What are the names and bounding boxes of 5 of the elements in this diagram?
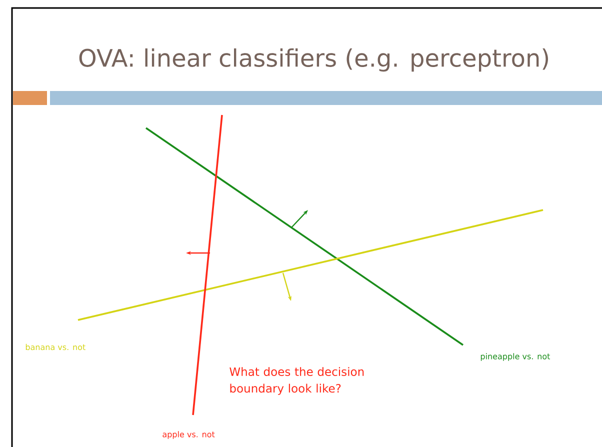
line-label: apple vs. not [162,431,215,439]
question-text: What does the decision boundary look like? [230,367,364,395]
slide-title: OVA: linear classifiers (e.g. perceptron) [79,48,548,72]
line-label: banana vs. not [26,344,86,350]
line-label: pineapple vs. not [480,353,550,361]
